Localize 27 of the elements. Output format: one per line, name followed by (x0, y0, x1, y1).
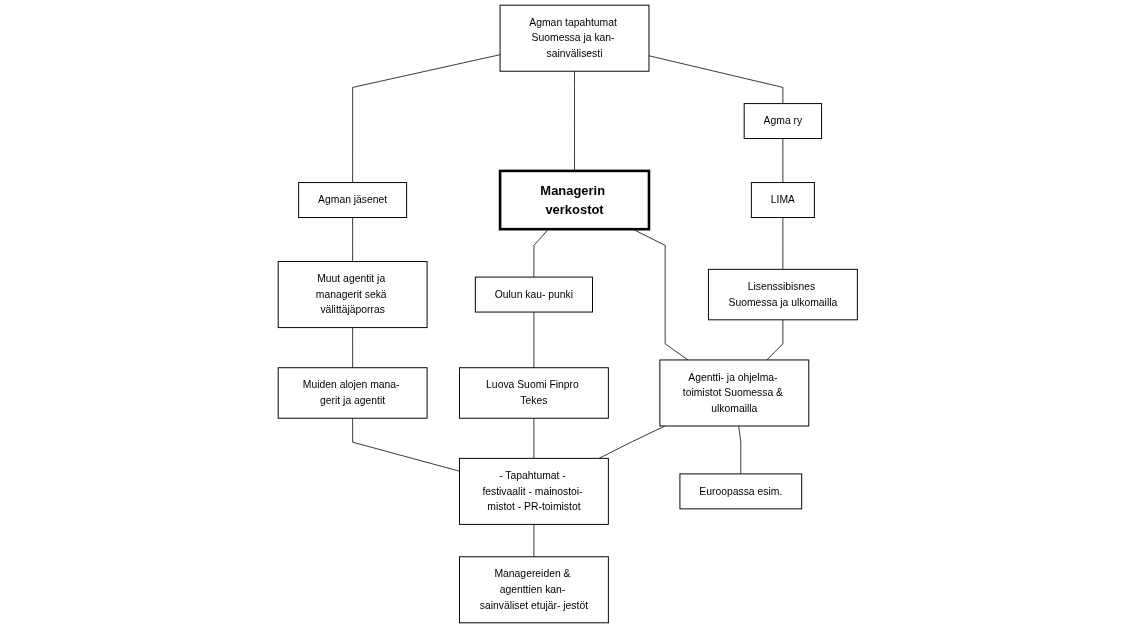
node-box: Muiden alojen mana- gerit ja agentit (277, 367, 428, 419)
connector (648, 55, 783, 104)
connector (533, 417, 535, 459)
connector (598, 425, 666, 459)
connector (352, 217, 353, 262)
node-box: - Tapahtumat - festivaalit - mainostoi- mistot - PR-toimistot (458, 457, 609, 525)
node-box: LIMA (750, 182, 815, 218)
node-box: Oulun kau- punki (474, 276, 593, 313)
node-box: Agentti- ja ohjelma- toimistot Suomessa & ulkomailla (659, 359, 809, 427)
connector (782, 217, 783, 270)
node-box: Lisenssibisnes Suomessa ja ulkomailla (707, 268, 858, 321)
node-box: Euroopassa esim. (679, 473, 802, 510)
connector (533, 311, 535, 369)
connector (352, 417, 460, 472)
connector (766, 319, 783, 361)
connector (738, 425, 741, 475)
node-box: Managerin verkostot (498, 169, 650, 231)
node-box: Agma ry (743, 103, 822, 140)
node-box: Agman tapahtumat Suomessa ja kan- sainvälisesti (499, 4, 650, 72)
node-box: Luova Suomi Finpro Tekes (458, 367, 609, 419)
connector (782, 138, 783, 183)
connector (533, 524, 535, 558)
node-box: Managereiden & agenttien kan- sainväliset etujär- jestöt (458, 556, 609, 624)
connector (352, 327, 353, 369)
node-box: Agman jäsenet (297, 182, 407, 218)
connector (352, 54, 501, 183)
node-box: Muut agentit ja managerit sekä välittäjäporras (277, 261, 428, 329)
